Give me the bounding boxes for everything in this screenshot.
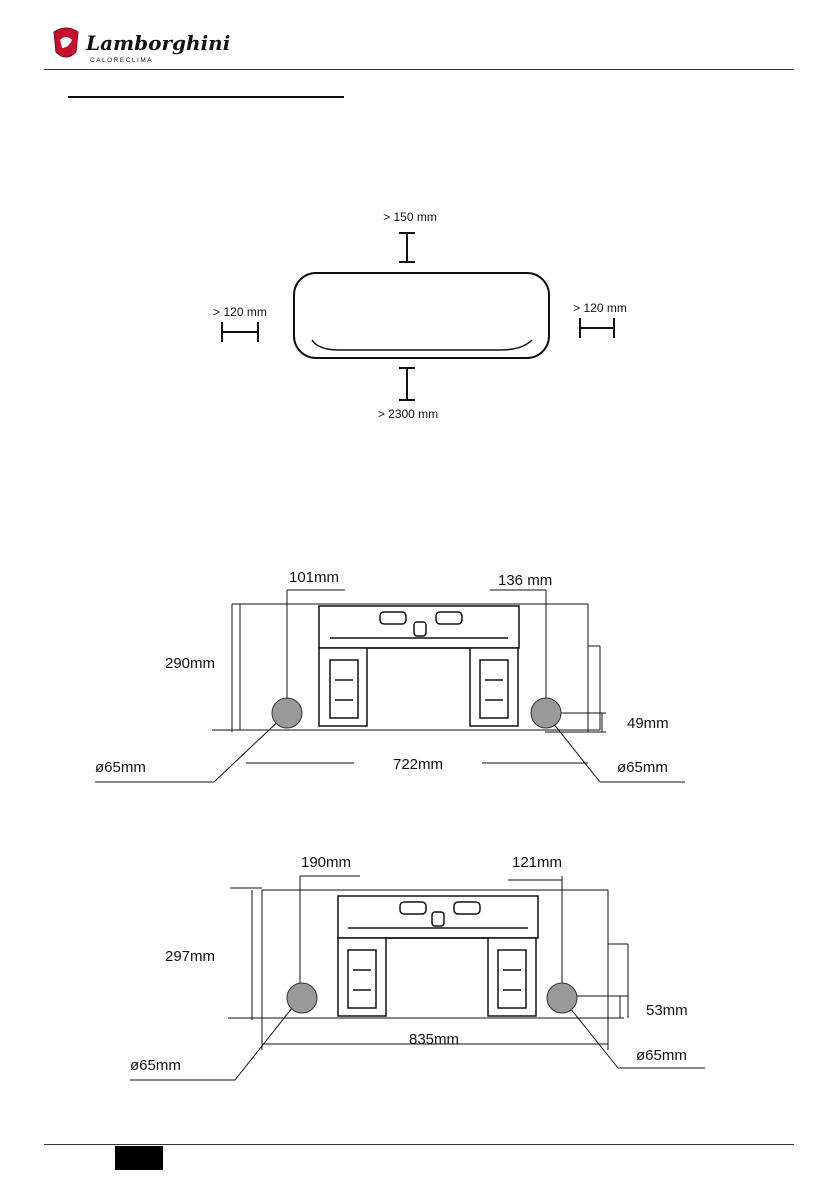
- height-label: 297mm: [165, 948, 215, 965]
- clearance-diagram: > 150 mm > 120 mm > 120 mm > 2300 mm: [0, 0, 840, 440]
- clearance-bottom-marker: [399, 368, 415, 400]
- clearance-left-label: > 120 mm: [213, 305, 267, 319]
- height-label: 290mm: [165, 655, 215, 672]
- bracket-diagram-1: 101mm 136 mm 290mm 49mm 722mm ø65mm ø65m…: [0, 550, 840, 810]
- hole-height-label: 53mm: [646, 1002, 688, 1019]
- left-offset-label: 101mm: [289, 569, 339, 586]
- footer-rule: [44, 1144, 794, 1145]
- right-offset-label: 136 mm: [498, 572, 552, 589]
- bracket-diagram-2: 190mm 121mm 297mm 53mm 835mm ø65mm ø65mm: [0, 840, 840, 1100]
- wall-hole-left: [287, 983, 317, 1013]
- clearance-top-label: > 150 mm: [383, 210, 437, 224]
- hole-height-label: 49mm: [627, 715, 669, 732]
- width-label: 835mm: [409, 1031, 459, 1048]
- hole-right-label: ø65mm: [636, 1047, 687, 1064]
- left-offset-label: 190mm: [301, 854, 351, 871]
- width-label: 722mm: [393, 756, 443, 773]
- hole-left-label: ø65mm: [95, 759, 146, 776]
- wall-hole-right: [531, 698, 561, 728]
- mounting-plate: [338, 896, 538, 1016]
- hole-left-label: ø65mm: [130, 1057, 181, 1074]
- clearance-bottom-label: > 2300 mm: [378, 407, 438, 421]
- clearance-top-marker: [399, 233, 415, 262]
- page-number-box: [115, 1146, 163, 1170]
- clearance-left-marker: [222, 322, 258, 342]
- mounting-plate: [319, 606, 519, 726]
- right-offset-label: 121mm: [512, 854, 562, 871]
- clearance-right-marker: [580, 318, 614, 338]
- clearance-right-label: > 120 mm: [573, 301, 627, 315]
- wall-hole-left: [272, 698, 302, 728]
- indoor-unit: [294, 273, 549, 358]
- hole-right-label: ø65mm: [617, 759, 668, 776]
- wall-hole-right: [547, 983, 577, 1013]
